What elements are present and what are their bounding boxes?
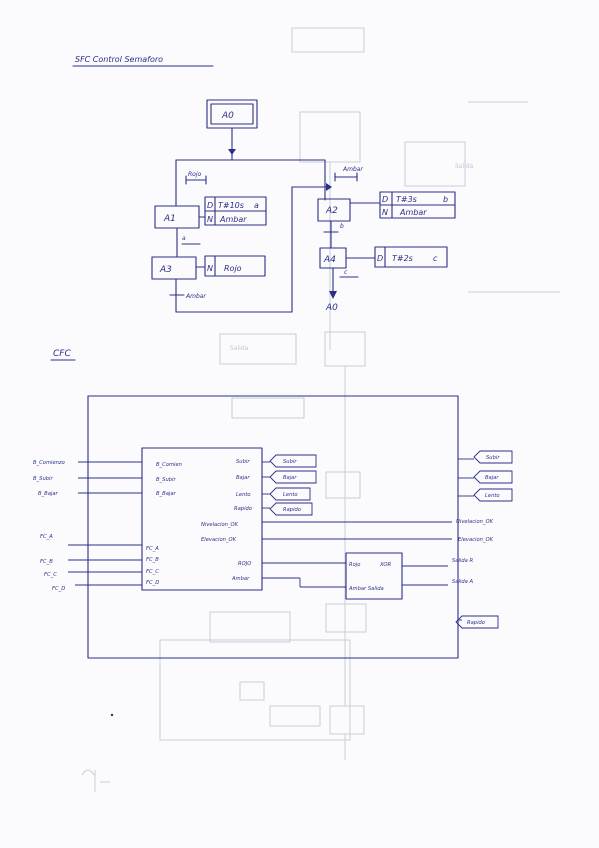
block-input-5: FC_C [146,569,159,575]
output-label-0: Subir [486,455,500,461]
block-input-2: B_Bajar [156,491,177,497]
tag-box [269,502,313,516]
output-label-6: Salida A [452,579,473,585]
a1-action-2: Ambar [219,215,247,224]
tag-label-2: Lento [283,492,298,498]
block-input-1: B_Subir [156,477,176,483]
block-output-1: Bajar [236,475,250,481]
transition-ambar: Ambar [342,166,363,173]
tag-label-1: Bajar [283,475,297,481]
step-a3 [151,256,197,280]
svg-text:Salida: Salida [230,345,249,352]
step-a1 [154,205,200,229]
xor-input-rojo: Rojo [349,562,360,568]
step-a4-label: A4 [323,255,336,265]
step-a0-inner [210,103,254,125]
step-a1-label: A1 [163,214,176,224]
cfc-title: CFC [53,349,71,359]
input-label-6: FC_D [52,586,65,592]
block-input-4: FC_B [146,557,159,563]
xor-input-ambar: Ambar Salida [348,586,384,592]
block-input-0: B_Comien [156,462,182,468]
bleed-through-marks: Salida Salida [159,27,560,760]
transition-rojo: Rojo [188,171,202,178]
tag-label-3: Rapido [283,507,301,513]
step-a3-label: A3 [159,265,172,275]
cfc-diagram: CFC B_Comien B_Subir B_Bajar FC_A FC_B F… [33,349,513,659]
a1-action-1-name: a [254,201,259,210]
tag-box [269,470,317,484]
input-label-0: B_Comienzo [33,460,65,466]
function-block-xor [345,552,403,600]
action-block-a4 [374,246,448,268]
tag-box [269,487,311,501]
output-tag-box [473,488,513,502]
transition-c: c [344,269,348,276]
action-block-a3 [204,255,266,277]
page-title: SFC Control Semaforo [75,55,163,64]
block-output-7: Ambar [231,576,250,582]
transition-ambar-bottom: Ambar [185,293,206,300]
block-input-6: FC_D [146,580,159,586]
a2-qualifier-1: D [382,195,388,204]
input-label-4: FC_B [40,559,53,565]
output-label-1: Bajar [485,475,499,481]
output-tag-box [473,470,513,484]
block-output-6: ROJO [238,561,251,567]
output-tag-box [473,450,513,464]
tag-box [269,454,317,468]
block-output-5: Elevacion_OK [201,537,237,543]
a2-action-1-name: b [443,195,448,204]
block-input-3: FC_A [146,546,159,552]
block-output-4: Nivelacion_OK [201,522,239,528]
step-a2-label: A2 [325,206,338,216]
output-label-5: Salida R [452,558,473,564]
arrow-icon [228,149,236,155]
transition-b: b [340,223,344,230]
a4-action-name: c [433,254,438,263]
input-label-1: B_Subir [33,476,53,482]
arrow-icon [329,291,337,299]
tag-label-0: Subir [283,459,297,465]
arrow-icon [326,183,332,191]
a1-qualifier-1: D [207,201,213,210]
a3-qualifier: N [207,264,213,273]
step-end-label: A0 [325,303,338,313]
a1-qualifier-2: N [207,215,213,224]
output-label-4: Elevacion_OK [458,537,494,543]
output-label-7: Rapido [467,620,485,626]
input-label-5: FC_C [44,572,57,578]
block-output-3: Rapido [234,506,252,512]
block-output-0: Subir [236,459,250,465]
cfc-frame [87,395,459,659]
input-label-3: FC_A [40,534,53,540]
stray-pencil-marks [81,713,114,792]
a2-action-1: T#3s [396,195,417,204]
step-a0-label: A0 [221,111,234,121]
input-label-2: B_Bajar [38,491,59,497]
xor-label: XOR [379,562,391,568]
a4-qualifier: D [377,254,383,263]
output-label-2: Lento [485,493,500,499]
svg-text:Salida: Salida [455,163,474,170]
a2-action-2: Ambar [399,208,427,217]
transition-a: a [182,235,186,242]
step-a2 [317,198,351,222]
output-tag-box [455,615,499,629]
a2-qualifier-2: N [382,208,388,217]
a3-action: Rojo [224,264,242,273]
a4-action: T#2s [392,254,413,263]
a1-action-1: T#10s [218,201,244,210]
output-label-3: Nivelacion_OK [456,519,494,525]
sfc-diagram: SFC Control Semaforo A0 A1 A3 A2 A4 A0 R… [72,55,456,313]
function-block-main [141,447,263,591]
block-output-2: Lento [236,492,251,498]
